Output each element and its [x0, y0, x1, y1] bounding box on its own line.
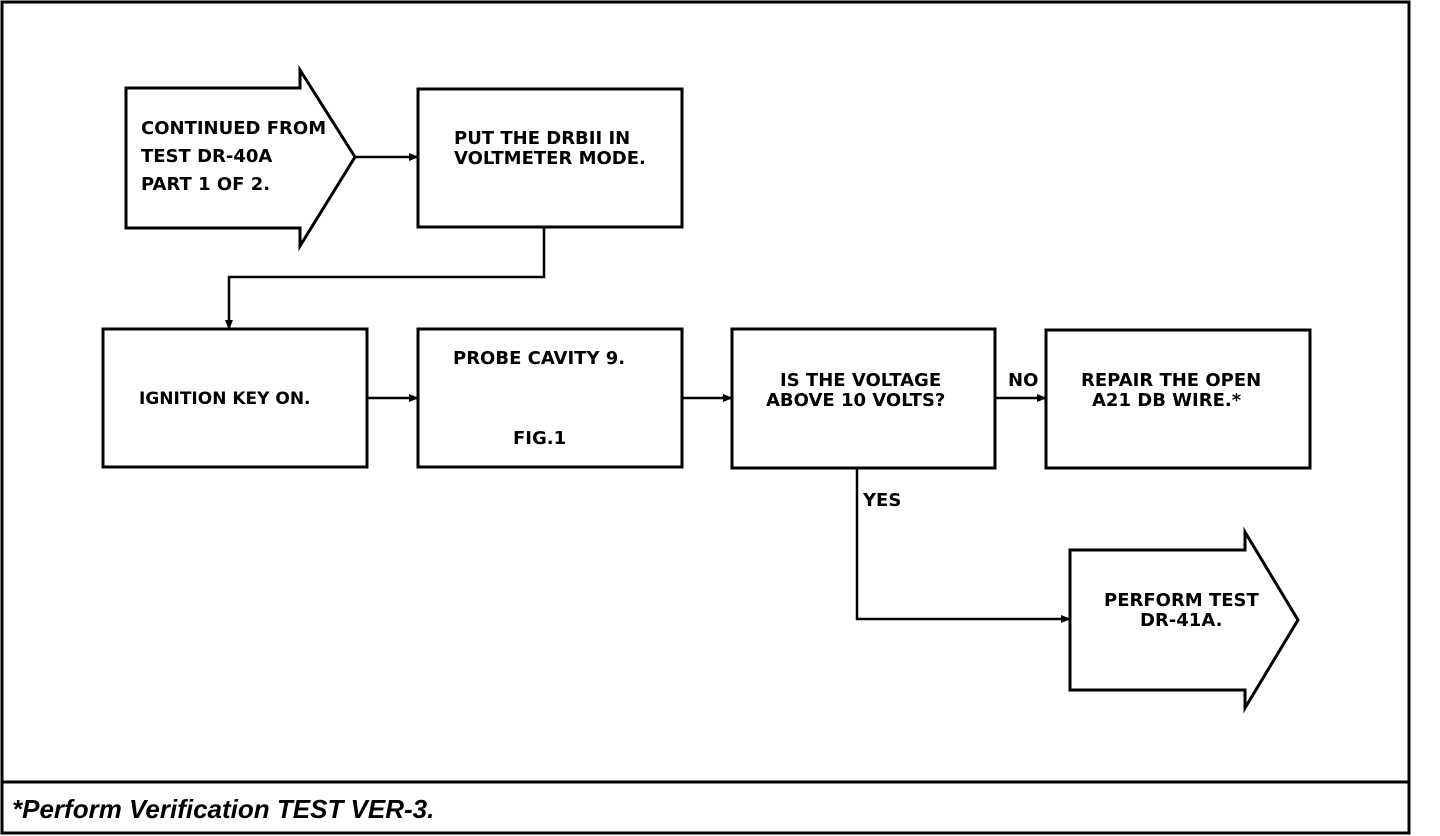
exit-arrow: PERFORM TEST DR-41A. [1068, 526, 1300, 714]
repair-line-1: REPAIR THE OPEN [1081, 370, 1261, 391]
decision-line-2: ABOVE 10 VOLTS? [766, 390, 945, 411]
outer-border [0, 0, 1411, 835]
step-voltmeter-line-2: VOLTMETER MODE. [454, 148, 646, 169]
step-probe-figure-ref: FIG.1 [513, 428, 566, 449]
decision-line-1: IS THE VOLTAGE [780, 370, 941, 391]
entry-line-1: CONTINUED FROM [141, 118, 326, 139]
repair-line-2: A21 DB WIRE.* [1092, 390, 1242, 411]
step-probe-box: PROBE CAVITY 9. FIG.1 [416, 327, 684, 469]
exit-line-1: PERFORM TEST [1104, 590, 1260, 611]
decision-voltage-box: IS THE VOLTAGE ABOVE 10 VOLTS? [730, 327, 997, 470]
exit-line-2: DR-41A. [1140, 610, 1222, 631]
step-voltmeter-line-1: PUT THE DRBII IN [454, 128, 630, 149]
entry-arrow: CONTINUED FROM TEST DR-40A PART 1 OF 2. [124, 64, 357, 252]
entry-line-2: TEST DR-40A [141, 146, 272, 167]
connector-yes-to-exit [855, 469, 1071, 623]
step-probe-line-1: PROBE CAVITY 9. [453, 348, 625, 369]
entry-line-3: PART 1 OF 2. [141, 174, 270, 195]
connector-voltmeter-to-ignition [225, 228, 546, 330]
footnote-text: *Perform Verification TEST VER-3. [12, 794, 434, 824]
step-voltmeter-box: PUT THE DRBII IN VOLTMETER MODE. [416, 87, 684, 229]
no-branch-label: NO [1008, 370, 1038, 391]
repair-box: REPAIR THE OPEN A21 DB WIRE.* [1044, 328, 1312, 470]
yes-branch-label: YES [862, 490, 901, 511]
step-ignition-box: IGNITION KEY ON. [101, 327, 369, 469]
step-ignition-line-1: IGNITION KEY ON. [139, 389, 311, 409]
